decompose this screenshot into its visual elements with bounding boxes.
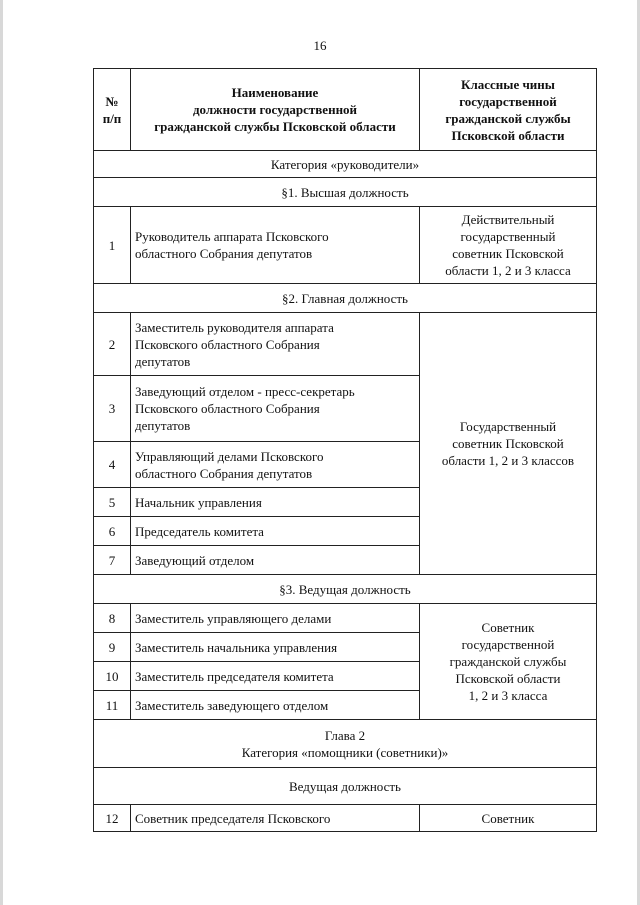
table-row: 1 Руководитель аппарата Псковского облас… (93, 206, 597, 284)
positions-table: № п/п Наименование должности государстве… (93, 68, 597, 832)
section-main: §2. Главная должность (93, 283, 597, 313)
row-position: Заместитель начальника управления (130, 632, 420, 662)
table-row: 2 Заместитель руководителя аппарата Пско… (93, 312, 597, 575)
row-position: Начальник управления (130, 487, 420, 517)
table-header-row: № п/п Наименование должности государстве… (93, 68, 597, 151)
row-position: Заместитель руководителя аппарата Псковс… (130, 312, 420, 376)
row-rank: Советник (419, 804, 597, 832)
row-num: 5 (93, 487, 131, 517)
section-row: Ведущая должность (93, 767, 597, 805)
chapter-category: Категория «помощники (советники)» (241, 744, 449, 760)
row-num: 4 (93, 441, 131, 488)
rank-leading: Советник государственной гражданской слу… (419, 603, 597, 720)
page-number: 16 (313, 38, 327, 53)
row-num: 10 (93, 661, 131, 691)
section-row: §2. Главная должность (93, 283, 597, 313)
category-leaders: Категория «руководители» (93, 150, 597, 178)
row-rank: Действительный государственный советник … (419, 206, 597, 284)
rank-main: Государственный советник Псковской облас… (419, 312, 597, 575)
row-position: Руководитель аппарата Псковского областн… (130, 206, 420, 284)
section-highest: §1. Высшая должность (93, 177, 597, 207)
row-position: Заведующий отделом (130, 545, 420, 575)
header-name: Наименование должности государственной г… (130, 68, 420, 151)
row-position: Заместитель управляющего делами (130, 603, 420, 633)
row-num: 1 (93, 206, 131, 284)
table-row: 6 Председатель комитета (93, 516, 597, 546)
row-num: 3 (93, 375, 131, 442)
row-num: 6 (93, 516, 131, 546)
chapter-title: Глава 2 (324, 727, 366, 743)
section-leading: §3. Ведущая должность (93, 574, 597, 604)
row-position: Заведующий отделом - пресс-секретарь Пск… (130, 375, 420, 442)
row-position: Управляющий делами Псковского областного… (130, 441, 420, 488)
scan-edge-left (0, 0, 3, 905)
row-num: 7 (93, 545, 131, 575)
row-num: 12 (93, 804, 131, 832)
row-num: 2 (93, 312, 131, 376)
row-position: Заместитель заведующего отделом (130, 690, 420, 720)
header-num: № п/п (93, 68, 131, 151)
chapter-row: Глава 2 Категория «помощники (советники)… (93, 719, 597, 768)
table-row: 7 Заведующий отделом (93, 545, 597, 575)
table-row: 3 Заведующий отделом - пресс-секретарь П… (93, 375, 597, 442)
row-position: Председатель комитета (130, 516, 420, 546)
table-row: 4 Управляющий делами Псковского областно… (93, 441, 597, 488)
row-num: 9 (93, 632, 131, 662)
section-row: §3. Ведущая должность (93, 574, 597, 604)
category-row: Категория «руководители» (93, 150, 597, 178)
row-position: Заместитель председателя комитета (130, 661, 420, 691)
section-row: §1. Высшая должность (93, 177, 597, 207)
row-num: 8 (93, 603, 131, 633)
row-num: 11 (93, 690, 131, 720)
header-rank: Классные чины государственной гражданско… (419, 68, 597, 151)
chapter-heading: Глава 2 Категория «помощники (советники)… (93, 719, 597, 768)
row-position: Советник председателя Псковского (130, 804, 420, 832)
table-row: 12 Советник председателя Псковского Сове… (93, 804, 597, 832)
section-leading-2: Ведущая должность (93, 767, 597, 805)
table-row: 8 Заместитель управляющего делами Советн… (93, 603, 597, 720)
scan-edge-right (637, 0, 640, 905)
